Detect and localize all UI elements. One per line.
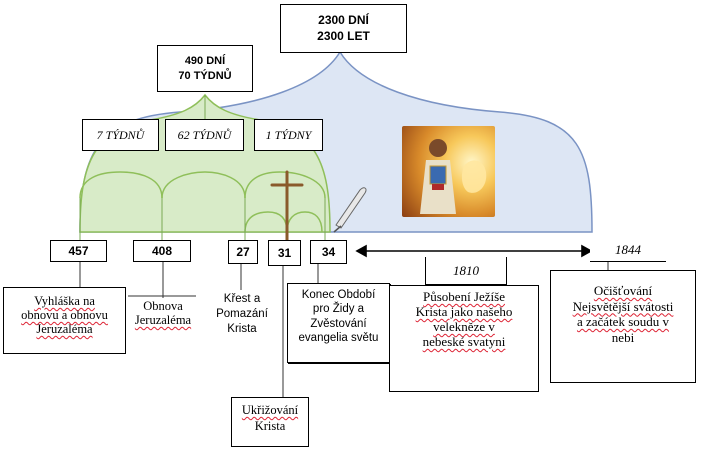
event-1810-line4: nebeské svatyni: [422, 333, 506, 349]
event-27-text: Křest a Pomazání Krista: [213, 292, 271, 337]
year-408: 408: [133, 240, 191, 262]
week-arcs: [79, 171, 326, 233]
total-years: 2300 LET: [317, 28, 370, 43]
quill-icon: [333, 187, 367, 233]
label-7-weeks: 7 TÝDNŮ: [82, 119, 159, 151]
event-34-line1: Konec Období: [301, 289, 376, 301]
high-priest-picture: [402, 126, 495, 217]
total-days: 2300 DNÍ: [318, 12, 369, 27]
event-31-box: Ukřižování Krista: [231, 397, 309, 447]
year-27: 27: [228, 240, 258, 264]
event-457-box: Vyhláška na obnovu a obnovu Jeruzaléma: [3, 287, 126, 354]
event-1810-box: Působení Ježíše Krista jako našeho velek…: [389, 285, 539, 392]
event-457-line1: Vyhláška na: [34, 294, 95, 308]
event-34-line4: evangelia světu: [298, 332, 379, 345]
year-1844: 1844: [590, 238, 666, 262]
label-62-weeks: 62 TÝDNŮ: [165, 119, 244, 151]
seventy-weeks-box: 490 DNÍ 70 TÝDNŮ: [157, 45, 253, 92]
year-31: 31: [268, 240, 301, 266]
cross-icon: [270, 170, 304, 242]
year-34: 34: [310, 240, 347, 264]
event-1810-line3: velekněze v: [433, 318, 495, 334]
event-27-line3: Krista: [227, 322, 257, 335]
event-34-line3: Zvěstování: [310, 317, 367, 330]
event-457-line2: obnovu a obnovu: [21, 308, 108, 322]
event-457-line3: Jeruzaléma: [36, 322, 93, 336]
event-408-line1: Obnova: [143, 299, 183, 313]
event-27-line2: Pomazání: [216, 307, 268, 320]
event-408-line2: Jeruzaléma: [134, 313, 192, 327]
year-457: 457: [50, 240, 107, 262]
event-34-box: Konec Období pro Židy a Zvěstování evang…: [287, 283, 390, 363]
event-34-line2: pro Židy a: [312, 303, 365, 316]
year-1810: 1810: [425, 257, 507, 285]
event-1810-line2: Krista jako našeho: [415, 303, 513, 319]
event-1844-line4: nebi: [611, 329, 635, 345]
event-1844-line1: Očišťování: [593, 283, 653, 298]
event-1844-box: Očišťování Nejsvětější svátosti a začáte…: [550, 270, 696, 383]
priest-figure-icon: [420, 139, 487, 214]
span-arrow: [355, 244, 593, 258]
event-31-line1: Ukřižování: [241, 403, 299, 417]
label-1-week: 1 TÝDNY: [254, 119, 323, 151]
total-period-box: 2300 DNÍ 2300 LET: [280, 4, 407, 53]
seventy-weeks-days: 490 DNÍ: [184, 54, 226, 67]
connector-lines: [79, 95, 326, 240]
event-1844-line3: a začátek soudu v: [576, 314, 670, 330]
event-408-text: Obnova Jeruzaléma: [128, 299, 198, 327]
event-31-line2: Krista: [254, 418, 286, 433]
event-27-line1: Křest a: [223, 293, 261, 305]
event-1810-line1: Působení Ježíše: [423, 289, 505, 304]
seventy-weeks-weeks: 70 TÝDNŮ: [178, 69, 232, 82]
event-1844-line2: Nejsvětější svátosti: [572, 298, 674, 314]
